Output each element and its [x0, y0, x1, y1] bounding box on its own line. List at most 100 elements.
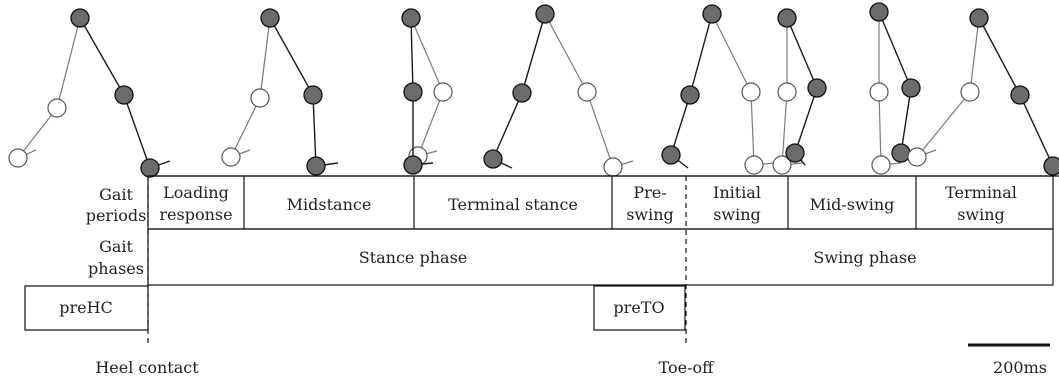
- light-leg-segment: [17, 107, 58, 159]
- light-leg-knee-joint: [577, 82, 597, 102]
- period-terminal-swing-line2: swing: [957, 205, 1005, 224]
- dark-leg-ankle-joint: [785, 143, 805, 163]
- light-leg-ankle-joint: [744, 155, 764, 175]
- dark-leg-ankle-joint: [403, 155, 423, 175]
- light-leg-segment: [417, 91, 444, 157]
- light-leg-knee-joint: [869, 82, 889, 102]
- dark-leg-segment: [79, 17, 125, 96]
- dark-leg-knee-joint: [807, 78, 827, 98]
- scale-bar-label: 200ms: [993, 358, 1047, 377]
- hip-joint: [777, 8, 797, 28]
- light-leg-ankle-joint: [907, 147, 927, 167]
- hip-joint: [535, 4, 555, 24]
- stick-figure-6: [772, 8, 827, 175]
- period-terminal-swing-line1: Terminal: [945, 183, 1017, 202]
- hip-joint: [401, 8, 421, 28]
- period-initial-swing-line2: swing: [713, 205, 761, 224]
- period-pre-swing-line1: Pre-: [633, 183, 666, 202]
- light-leg-knee-joint: [250, 88, 270, 108]
- period-loading-response-line2: response: [159, 205, 232, 224]
- light-leg-ankle-joint: [8, 148, 28, 168]
- dark-leg-segment: [978, 17, 1021, 96]
- light-leg-segment: [969, 17, 980, 93]
- hip-joint: [260, 8, 280, 28]
- light-leg-segment: [750, 91, 755, 166]
- gait-phases-label-line1: Gait: [99, 237, 133, 256]
- dark-leg-segment: [794, 87, 818, 154]
- light-leg-knee-joint: [960, 82, 980, 102]
- gait-periods-label-line2: periods: [86, 206, 147, 225]
- dark-leg-segment: [1019, 94, 1054, 167]
- light-leg-segment: [586, 91, 614, 168]
- hip-joint: [702, 4, 722, 24]
- gait-periods-row: Gait periods Loading response Midstance …: [86, 175, 1054, 230]
- detection-windows: preHC preTO: [24, 285, 686, 331]
- light-leg-segment: [544, 13, 588, 93]
- preto-window-label: preTO: [613, 298, 664, 317]
- stick-figure-5: [661, 4, 775, 175]
- periods-row-box: [147, 175, 1054, 230]
- light-leg-ankle-joint: [871, 155, 891, 175]
- light-leg-ankle-joint: [221, 147, 241, 167]
- light-leg-ankle-joint: [603, 157, 623, 177]
- light-leg-segment: [259, 17, 271, 99]
- dark-leg-knee-joint: [680, 85, 700, 105]
- dark-leg-segment: [492, 92, 523, 160]
- heel-contact-label: Heel contact: [95, 358, 199, 377]
- dark-leg-knee-joint: [1010, 85, 1030, 105]
- dark-leg-knee-joint: [403, 82, 423, 102]
- preto-window-box: [593, 285, 686, 331]
- period-loading-response-line1: Loading: [163, 183, 229, 202]
- light-leg-knee-joint: [741, 82, 761, 102]
- dark-leg-knee-joint: [114, 85, 134, 105]
- dark-leg-segment: [410, 17, 414, 93]
- dark-leg-segment: [786, 17, 818, 89]
- dark-leg-segment: [312, 94, 317, 167]
- stick-figure-7: [869, 2, 921, 175]
- dark-leg-knee-joint: [303, 85, 323, 105]
- period-initial-swing-line1: Initial: [713, 183, 761, 202]
- toe-off-label: Toe-off: [659, 358, 716, 377]
- gait-periods-label-line1: Gait: [99, 185, 133, 204]
- dark-leg-segment: [670, 94, 691, 156]
- dark-leg-segment: [123, 94, 151, 169]
- light-leg-knee-joint: [47, 98, 67, 118]
- dark-leg-ankle-joint: [891, 143, 911, 163]
- swing-phase-label: Swing phase: [813, 248, 916, 267]
- light-leg-segment: [781, 91, 788, 166]
- dark-leg-ankle-joint: [306, 156, 326, 176]
- prehc-window-label: preHC: [59, 298, 113, 317]
- stick-figure-4: [483, 4, 634, 177]
- stance-phase-label: Stance phase: [359, 248, 468, 267]
- hip-joint: [869, 2, 889, 22]
- dark-leg-segment: [689, 13, 713, 96]
- period-midstance: Midstance: [287, 195, 372, 214]
- dark-leg-knee-joint: [512, 83, 532, 103]
- light-leg-segment: [878, 91, 882, 166]
- stick-figure-1: [8, 8, 171, 178]
- dark-leg-segment: [269, 17, 314, 96]
- dark-leg-ankle-joint: [1043, 156, 1059, 176]
- light-leg-knee-joint: [777, 82, 797, 102]
- light-leg-segment: [711, 13, 752, 93]
- stick-figure-2: [221, 8, 339, 176]
- dark-leg-ankle-joint: [483, 149, 503, 169]
- gait-phases-row: Gait phases Stance phase Swing phase: [88, 228, 1054, 286]
- hip-joint: [70, 8, 90, 28]
- gait-phases-label-line2: phases: [88, 259, 144, 278]
- light-leg-segment: [916, 91, 971, 158]
- phases-row-box: [147, 228, 1054, 286]
- dark-leg-knee-joint: [901, 78, 921, 98]
- dark-leg-ankle-joint: [661, 145, 681, 165]
- prehc-window-box: [24, 285, 149, 331]
- period-mid-swing: Mid-swing: [810, 195, 895, 214]
- light-leg-knee-joint: [433, 82, 453, 102]
- dark-leg-ankle-joint: [140, 158, 160, 178]
- hip-joint: [969, 8, 989, 28]
- light-leg-ankle-joint: [772, 155, 792, 175]
- light-leg-segment: [410, 17, 444, 93]
- dark-leg-segment: [878, 11, 912, 89]
- dark-leg-segment: [900, 87, 912, 154]
- stick-figures: [8, 2, 1059, 178]
